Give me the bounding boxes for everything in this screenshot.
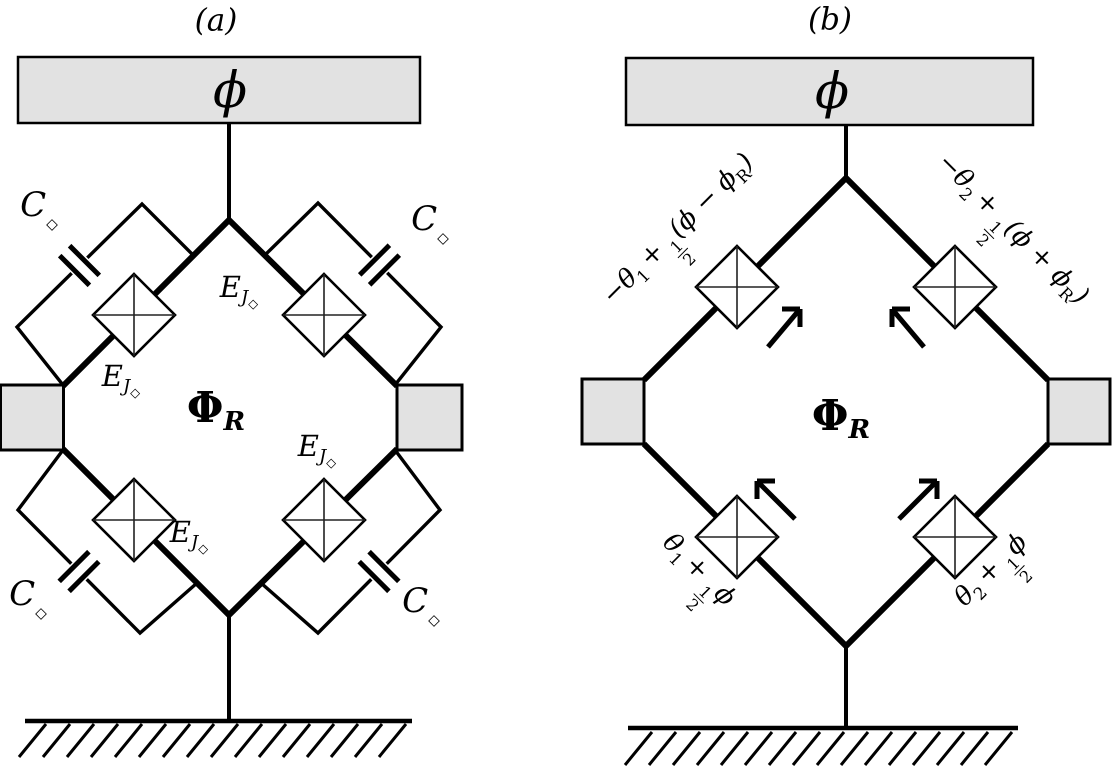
- junction-energy-label-a-top-left: EJ◇: [101, 358, 141, 402]
- panel-a-graphics: [0, 55, 464, 758]
- panel-a-title: (a): [194, 2, 238, 39]
- right-island-a: [395, 383, 464, 452]
- phase-arrow-top-left-icon: [766, 306, 803, 349]
- junction-energy-label-a-bottom-right: EJ◇: [297, 428, 337, 472]
- flux-label-b: ΦR: [811, 390, 871, 446]
- right-island-b: [1046, 377, 1112, 446]
- ground-symbol-a: [17, 718, 412, 758]
- flux-label-a: ΦR: [186, 382, 246, 438]
- capacitor-label-a-bottom-right: C◇: [402, 580, 440, 629]
- phase-arrow-bottom-left-icon: [754, 478, 797, 521]
- capacitor-label-a-bottom-left: C◇: [9, 573, 47, 622]
- panel-b-title: (b): [807, 1, 853, 38]
- phase-arrow-top-right-icon: [889, 306, 926, 349]
- phi-node-label-a: ϕ: [212, 61, 248, 119]
- phase-arrow-bottom-right-icon: [897, 478, 940, 521]
- junction-energy-label-a-bottom-left: EJ◇: [169, 514, 209, 558]
- top-electrode-a: [16, 55, 422, 125]
- ground-symbol-b: [623, 725, 1018, 766]
- top-electrode-b: [624, 56, 1035, 127]
- left-island-a: [0, 383, 65, 452]
- left-island-b: [580, 377, 646, 446]
- junction-energy-label-a-top-right: EJ◇: [219, 269, 259, 313]
- capacitor-label-a-top-left: C◇: [20, 184, 58, 233]
- panel-b-graphics: [580, 56, 1112, 766]
- phi-node-label-b: ϕ: [814, 62, 850, 120]
- capacitor-label-a-top-right: C◇: [411, 198, 449, 247]
